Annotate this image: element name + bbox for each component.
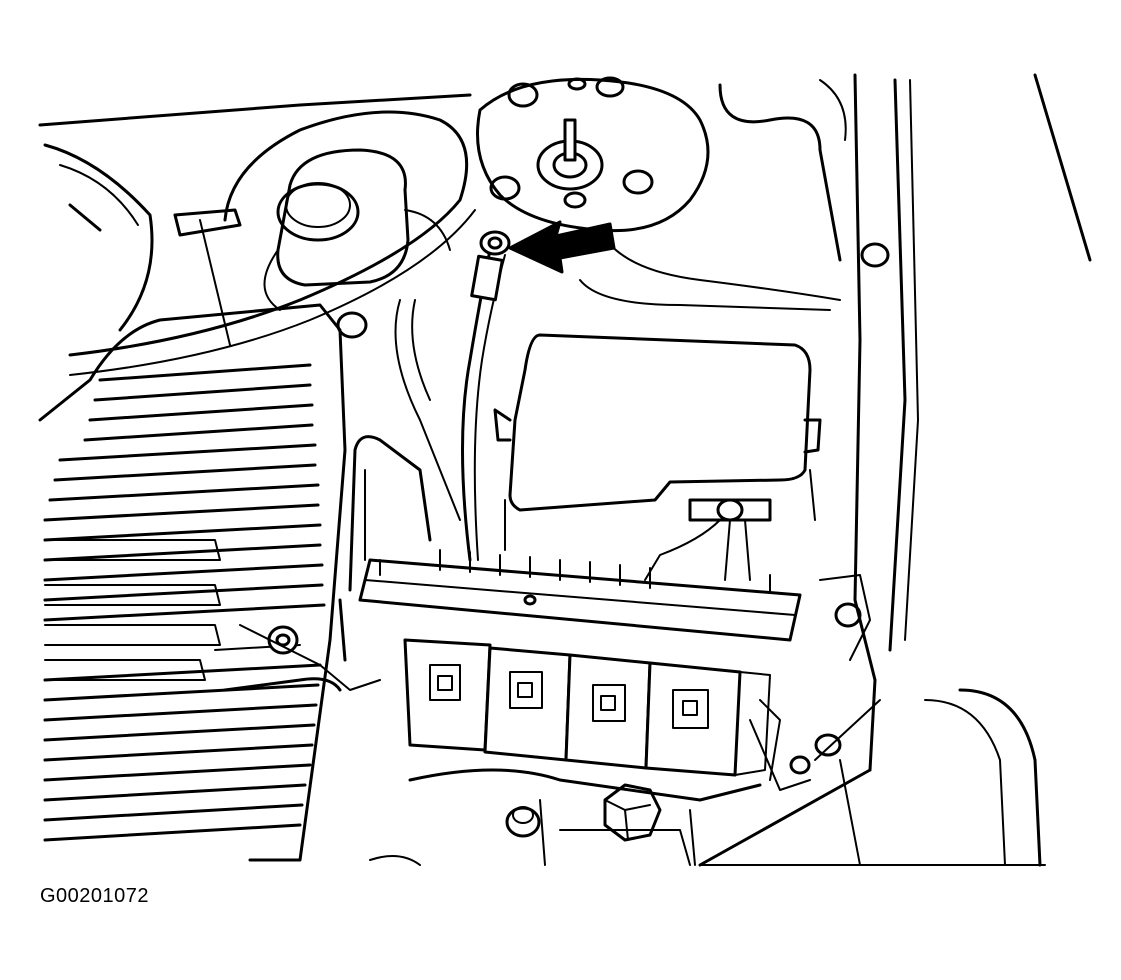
air-cleaner-housing (38, 303, 347, 862)
ground-cable (394, 230, 511, 562)
lower-hardware (223, 574, 881, 866)
ecu-connectors (403, 638, 771, 777)
brake-fluid-reservoir (263, 148, 451, 339)
ecu-module (338, 435, 802, 662)
battery-box (493, 333, 822, 551)
hood-edge-lines (38, 73, 1092, 867)
figure-id-label: G00201072 (40, 885, 150, 907)
arrow-pointer-icon (508, 220, 616, 274)
strut-tower (476, 76, 890, 311)
battery-terminal (644, 498, 772, 581)
hose-loop (43, 110, 476, 376)
